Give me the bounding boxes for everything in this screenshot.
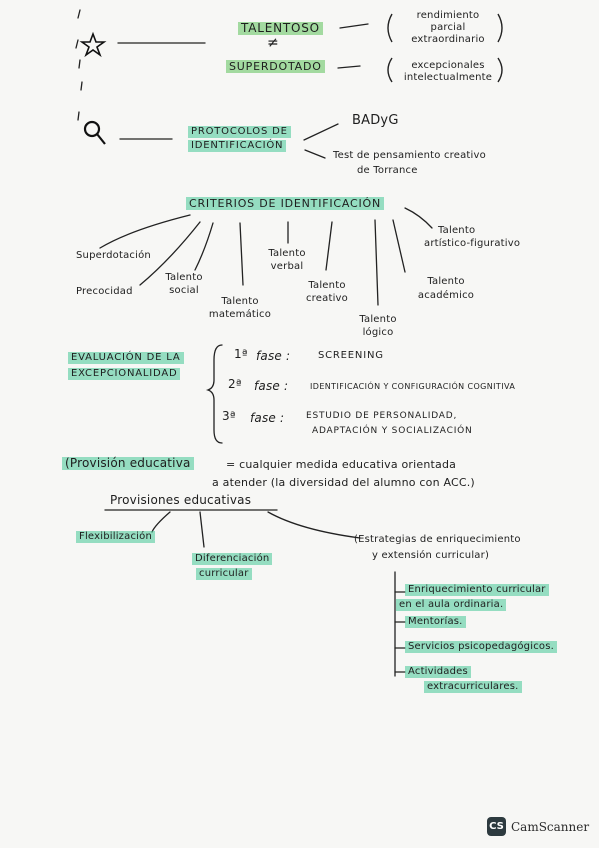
criterion-social-1: Talento <box>165 272 203 283</box>
evaluation-label-2: EXCEPCIONALIDAD <box>68 368 181 380</box>
phase-1-number: 1ª <box>234 347 248 361</box>
criterion-artistico-2: artístico-figurativo <box>424 238 521 249</box>
provision-diferenciacion-2: curricular <box>196 568 252 580</box>
star-icon <box>79 31 107 58</box>
torrance-test-1: Test de pensamiento creativo <box>333 150 486 161</box>
phase-3-text-2: ADAPTACIÓN Y SOCIALIZACIÓN <box>312 426 473 436</box>
sub-actividades-1: Actividades <box>405 666 471 678</box>
criterion-social-2: social <box>169 285 199 296</box>
sub-mentorias: Mentorías. <box>405 616 466 628</box>
camscanner-logo-icon: CS <box>487 817 506 836</box>
phase-1-text: SCREENING <box>318 350 384 361</box>
criterion-creativo-1: Talento <box>308 280 346 291</box>
criterion-verbal-2: verbal <box>270 261 304 272</box>
criterion-logico-2: lógico <box>362 327 394 338</box>
phase-1-word: fase : <box>256 349 291 363</box>
provision-term: (Provisión educativa <box>62 457 194 470</box>
criterion-academico-1: Talento <box>427 276 465 287</box>
provision-flexibilizacion: Flexibilización <box>76 531 155 543</box>
phase-3-word: fase : <box>250 411 285 425</box>
superdotado-label: SUPERDOTADO <box>226 60 325 73</box>
provision-definition-2: a atender (la diversidad del alumno con … <box>212 476 475 489</box>
criterion-superdotacion: Superdotación <box>76 250 151 261</box>
provision-estrategias-1: (Estrategias de enriquecimiento <box>354 534 521 545</box>
criteria-title: CRITERIOS DE IDENTIFICACIÓN <box>186 197 385 210</box>
sub-enriquecimiento-2: en el aula ordinaria. <box>396 599 507 611</box>
talentoso-desc-1: rendimiento <box>416 10 480 21</box>
criterion-verbal-1: Talento <box>268 248 306 259</box>
not-equal-symbol: ≠ <box>267 35 279 51</box>
phase-2-word: fase : <box>254 379 289 393</box>
phase-3-text-1: ESTUDIO DE PERSONALIDAD, <box>306 411 458 421</box>
provisions-title: Provisiones educativas <box>110 493 252 507</box>
sub-enriquecimiento-1: Enriquecimiento curricular <box>405 584 549 596</box>
criterion-artistico-1: Talento <box>438 225 476 236</box>
torrance-test-2: de Torrance <box>357 165 418 176</box>
phase-3-number: 3ª <box>222 409 236 423</box>
provision-definition-1: = cualquier medida educativa orientada <box>226 458 457 471</box>
criterion-academico-2: académico <box>417 290 475 301</box>
phase-2-number: 2ª <box>228 377 242 391</box>
sub-servicios: Servicios psicopedagógicos. <box>405 641 558 653</box>
superdotado-desc-2: intelectualmente <box>403 72 493 83</box>
talentoso-desc-3: extraordinario <box>411 34 485 45</box>
phase-2-text: IDENTIFICACIÓN Y CONFIGURACIÓN COGNITIVA <box>310 382 516 391</box>
criterion-matematico-2: matemático <box>208 309 272 320</box>
protocols-label-2: IDENTIFICACIÓN <box>188 140 287 152</box>
camscanner-brand: CamScanner <box>511 820 590 834</box>
criterion-creativo-2: creativo <box>305 293 348 304</box>
badyg-label: BADyG <box>352 113 399 128</box>
provision-estrategias-2: y extensión curricular) <box>372 550 490 561</box>
sub-actividades-2: extracurriculares. <box>424 681 522 693</box>
evaluation-label-1: EVALUACIÓN DE LA <box>68 352 184 364</box>
provision-diferenciacion-1: Diferenciación <box>192 553 273 565</box>
criterion-precocidad: Precocidad <box>76 286 133 297</box>
criterion-matematico-1: Talento <box>221 296 259 307</box>
magnifier-icon <box>83 120 106 145</box>
criterion-logico-1: Talento <box>359 314 397 325</box>
superdotado-desc-1: excepcionales <box>411 60 485 71</box>
talentoso-label: TALENTOSO <box>238 22 323 35</box>
talentoso-desc-2: parcial <box>430 22 466 33</box>
protocols-label-1: PROTOCOLOS DE <box>188 126 291 138</box>
